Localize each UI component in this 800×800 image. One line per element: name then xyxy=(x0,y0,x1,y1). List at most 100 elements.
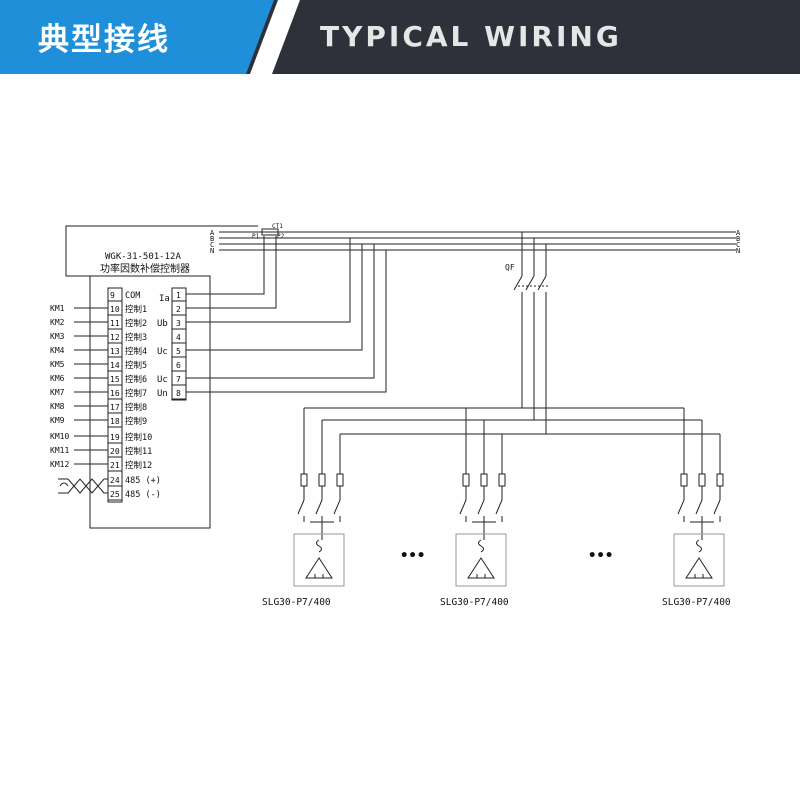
right-label-ia: Ia xyxy=(159,294,170,304)
km-label: KM2 xyxy=(50,318,65,327)
ellipsis-1: ••• xyxy=(400,548,425,564)
controller-model: WGK-31-501-12A xyxy=(105,252,181,262)
right-label-uc: Uc xyxy=(157,347,168,357)
left-terminal-label: 控制7 xyxy=(125,388,147,399)
bus-left-c: C xyxy=(210,241,214,249)
left-terminal-label: 控制11 xyxy=(125,446,152,457)
right-label-un: Un xyxy=(157,389,168,399)
bus-right-c: C xyxy=(736,241,740,249)
right-label-uc2: Uc xyxy=(157,375,168,385)
km-label: KM12 xyxy=(50,460,69,469)
wire-ub xyxy=(186,238,351,323)
bus-left-b: B xyxy=(210,235,214,243)
left-terminal-label: 控制4 xyxy=(125,346,147,357)
rs485-twisted-pair xyxy=(58,478,108,494)
km-label: KM10 xyxy=(50,432,69,441)
left-terminal-number: 16 xyxy=(110,389,120,398)
km-label: KM3 xyxy=(50,332,65,341)
capacitor-model-label: SLG30-P7/400 xyxy=(440,597,509,608)
right-terminal-number: 7 xyxy=(176,375,181,384)
km-label: KM5 xyxy=(50,360,65,369)
left-terminal-number: 17 xyxy=(110,403,120,412)
ct-label-p1: P1 xyxy=(252,233,260,240)
left-terminal-number: 25 xyxy=(110,490,120,499)
left-terminal-label: 控制10 xyxy=(125,432,152,443)
capacitor-model-label: SLG30-P7/400 xyxy=(262,597,331,608)
right-terminal-number: 2 xyxy=(176,305,181,314)
left-terminal-strip xyxy=(107,287,123,503)
bus-right-n: N xyxy=(736,247,740,255)
ct-wire-loop xyxy=(65,225,258,277)
header-title-zh: 典型接线 xyxy=(38,22,170,58)
controller-box xyxy=(89,275,211,529)
qf-label: QF xyxy=(505,263,515,272)
left-terminal-number: 14 xyxy=(110,361,120,370)
left-terminal-number: 15 xyxy=(110,375,120,384)
left-terminal-number: 21 xyxy=(110,461,120,470)
right-terminal-number: 6 xyxy=(176,361,181,370)
left-terminal-label: 控制8 xyxy=(125,402,147,413)
capacitor-unit xyxy=(293,533,345,587)
left-terminal-number: 18 xyxy=(110,417,120,426)
bus-right-a: A xyxy=(736,229,741,237)
bus-left-n: N xyxy=(210,247,214,255)
left-terminal-label: COM xyxy=(125,291,140,301)
left-terminal-label: 控制6 xyxy=(125,374,147,385)
left-terminal-label: 控制2 xyxy=(125,318,147,329)
right-terminal-number: 5 xyxy=(176,347,181,356)
left-terminal-number: 20 xyxy=(110,447,120,456)
km-label: KM6 xyxy=(50,374,65,383)
right-terminal-strip xyxy=(171,287,187,401)
left-terminal-number: 10 xyxy=(110,305,120,314)
qf-switch-c xyxy=(537,275,547,291)
km-label: KM1 xyxy=(50,304,65,313)
ct-label-p2: P2 xyxy=(277,233,285,240)
left-terminal-label: 控制5 xyxy=(125,360,147,371)
header-title-en: TYPICAL WIRING xyxy=(320,20,622,53)
left-terminal-number: 9 xyxy=(110,291,115,300)
header-banner: 典型接线 TYPICAL WIRING xyxy=(0,0,800,74)
right-terminal-number: 8 xyxy=(176,389,181,398)
ct-box xyxy=(261,228,279,236)
left-terminal-number: 24 xyxy=(110,476,120,485)
header-stripe xyxy=(250,0,300,74)
wire-un xyxy=(186,250,387,393)
km-label: KM8 xyxy=(50,402,65,411)
ct-label-ct1: CT1 xyxy=(272,223,283,230)
right-terminal-number: 4 xyxy=(176,333,181,342)
qf-switch-a xyxy=(513,275,523,291)
qf-switch-b xyxy=(525,275,535,291)
left-terminal-number: 13 xyxy=(110,347,120,356)
right-terminal-number: 3 xyxy=(176,319,181,328)
capacitor-branches xyxy=(297,408,724,540)
left-terminal-number: 19 xyxy=(110,433,120,442)
left-terminal-number: 12 xyxy=(110,333,120,342)
left-terminal-label: 控制9 xyxy=(125,416,147,427)
left-terminal-number: 11 xyxy=(110,319,120,328)
left-terminal-label: 485 (-) xyxy=(125,490,161,500)
header-background xyxy=(0,0,800,74)
capacitor-unit xyxy=(673,533,725,587)
controller-name: 功率因数补偿控制器 xyxy=(100,262,190,275)
wire-ia-2 xyxy=(186,236,277,309)
right-label-ub: Ub xyxy=(157,319,168,329)
wire-ia-1 xyxy=(186,236,265,295)
right-terminal-number: 1 xyxy=(176,291,181,300)
bus-left-a: A xyxy=(210,229,215,237)
wire-uc xyxy=(186,244,363,351)
ellipsis-2: ••• xyxy=(588,548,613,564)
wire-uc2 xyxy=(186,244,375,379)
left-terminal-label: 485 (+) xyxy=(125,476,161,486)
capacitor-unit xyxy=(455,533,507,587)
header-blue-panel xyxy=(0,0,274,74)
km-label: KM4 xyxy=(50,346,65,355)
capacitor-model-label: SLG30-P7/400 xyxy=(662,597,731,608)
left-terminal-label: 控制3 xyxy=(125,332,147,343)
bus-right-b: B xyxy=(736,235,740,243)
left-terminal-label: 控制1 xyxy=(125,304,147,315)
left-terminal-label: 控制12 xyxy=(125,460,152,471)
km-label: KM7 xyxy=(50,388,65,397)
km-label: KM9 xyxy=(50,416,65,425)
km-label: KM11 xyxy=(50,446,69,455)
